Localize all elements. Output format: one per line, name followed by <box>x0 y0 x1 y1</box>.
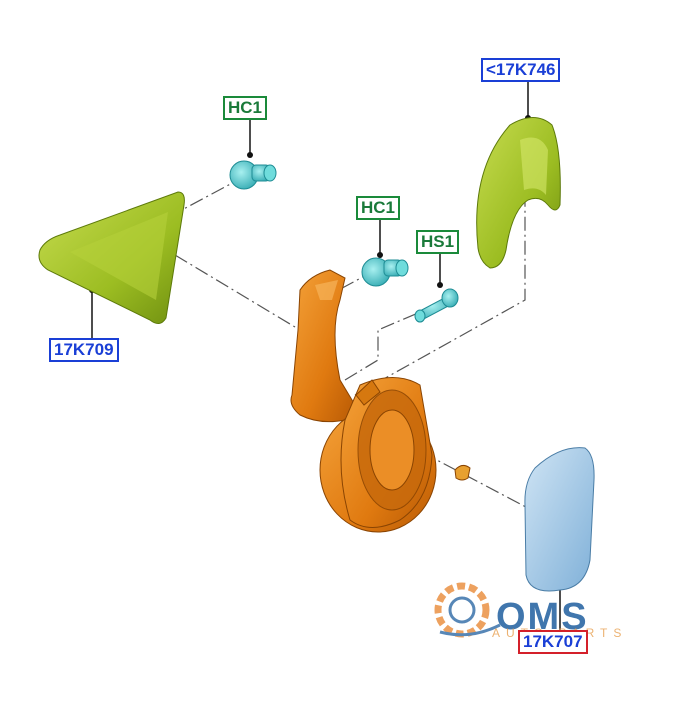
mirror-cap-part <box>476 117 561 269</box>
clip-hc1-top <box>229 160 277 190</box>
clip-hc1-mid <box>361 257 409 287</box>
callout-17k707[interactable]: 17K707 <box>518 630 588 654</box>
callout-17k746[interactable]: <17K746 <box>481 58 561 82</box>
mirror-base-part <box>290 269 471 533</box>
screw-hs1 <box>414 288 459 323</box>
callout-17k709[interactable]: 17K709 <box>49 338 119 362</box>
callout-hc1-mid[interactable]: HC1 <box>356 196 401 220</box>
mirror-glass-part <box>524 447 595 592</box>
callout-hs1[interactable]: HS1 <box>416 230 460 254</box>
triangle-cover-part <box>38 191 185 324</box>
oms-logo-mark <box>434 582 501 638</box>
callout-hc1-top[interactable]: HC1 <box>223 96 268 120</box>
